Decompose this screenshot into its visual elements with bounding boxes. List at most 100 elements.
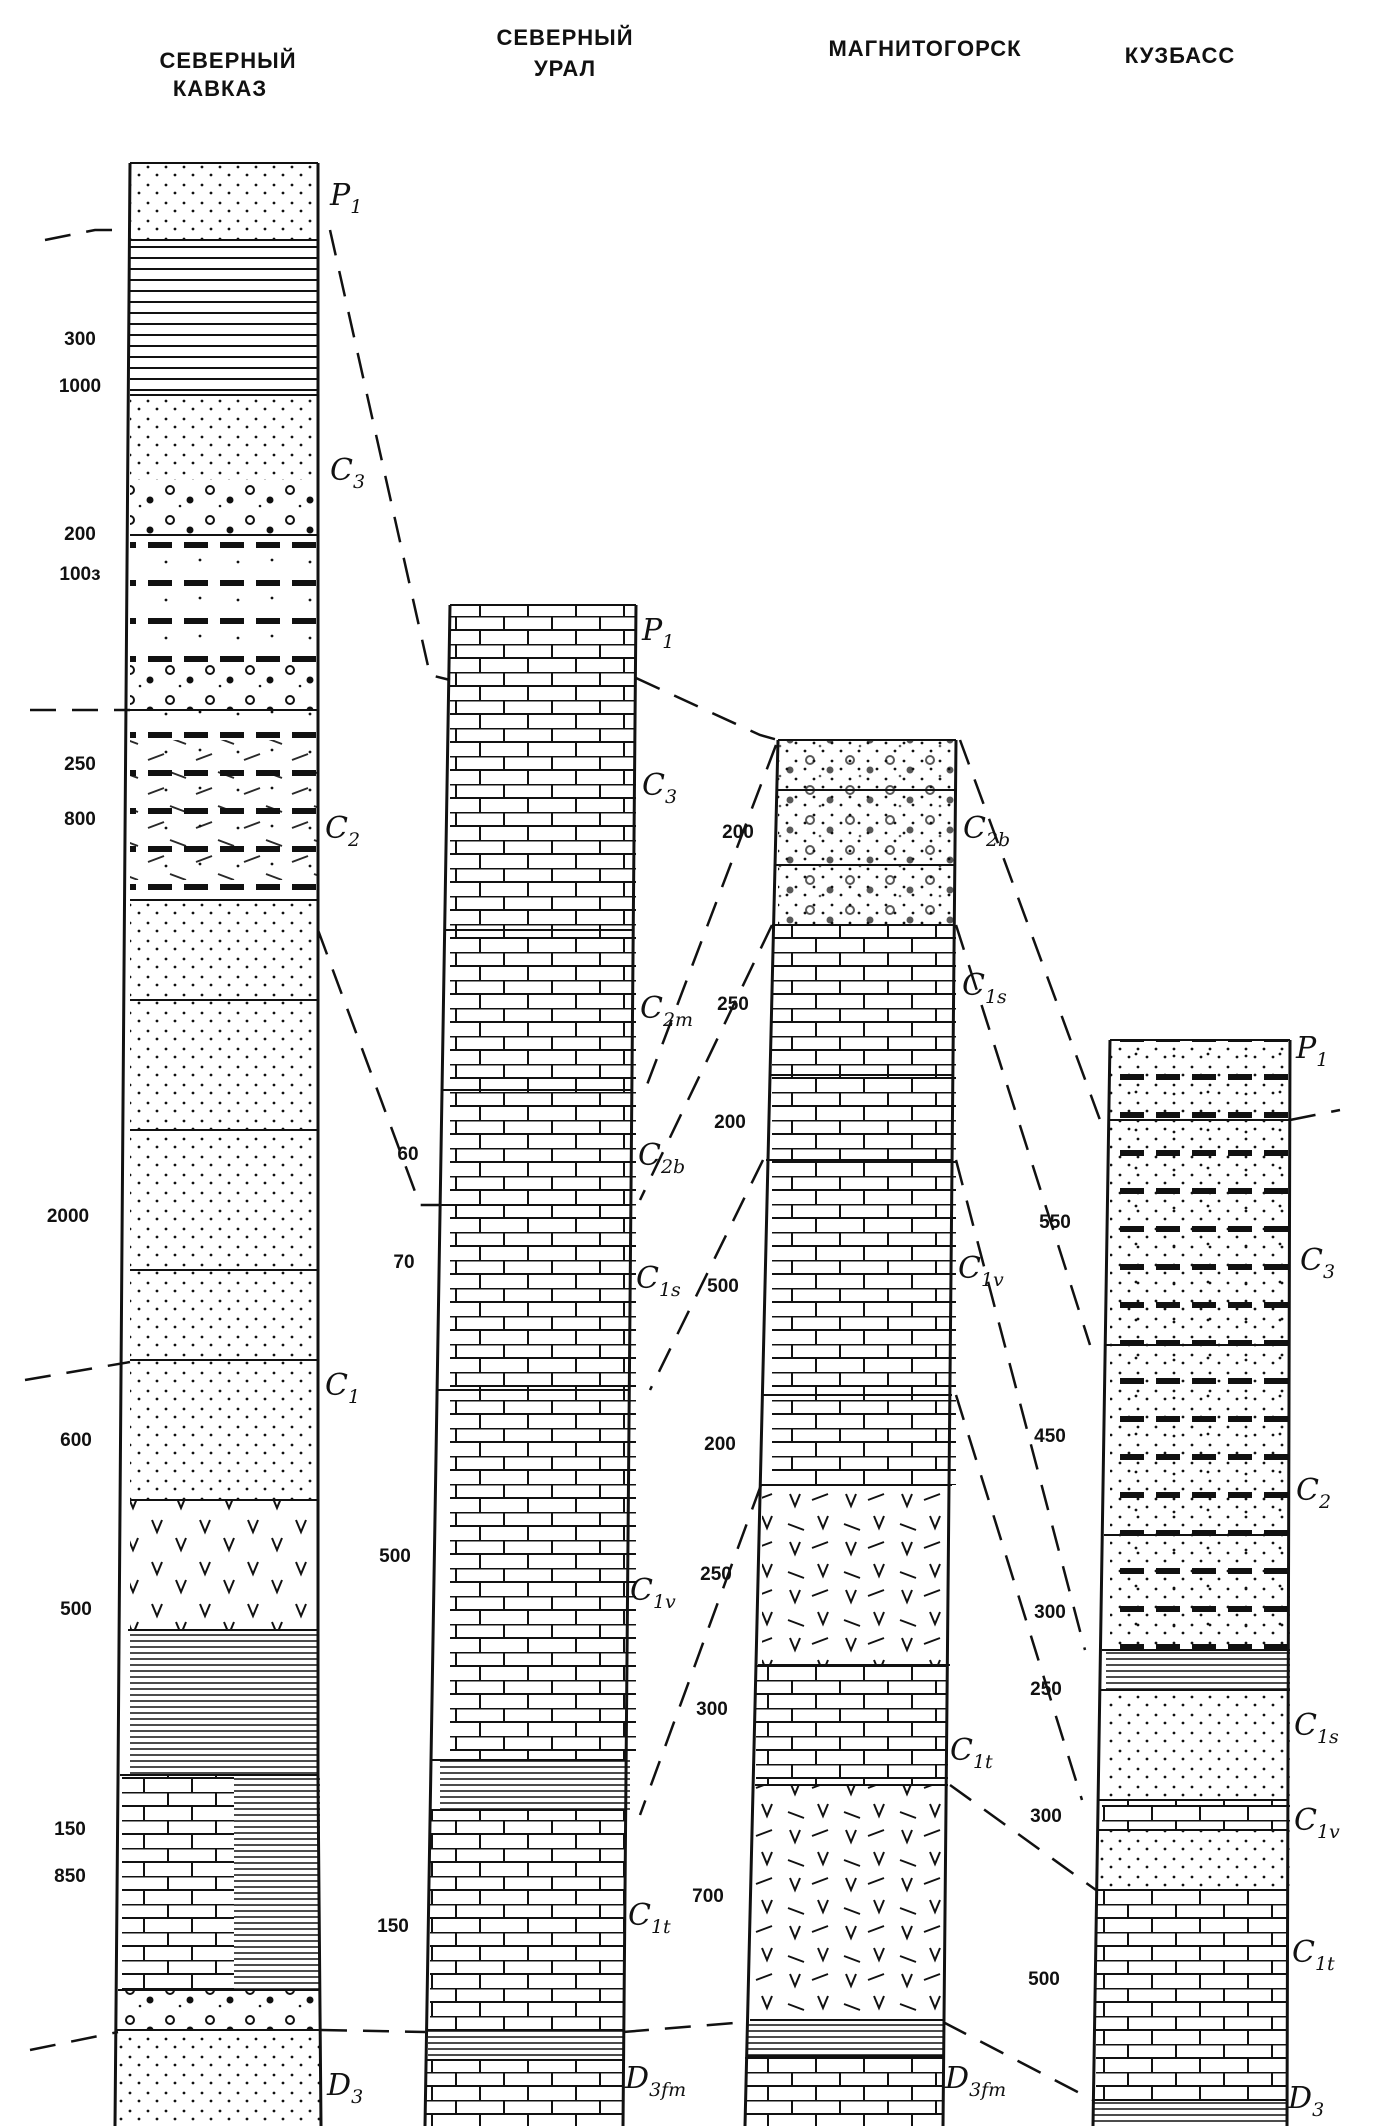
layer-conglomerate [778,740,956,925]
layer-shale [748,2020,944,2056]
layer-shale [428,2030,623,2060]
age-label: P1 [641,613,674,653]
layer-shale [130,1630,318,1775]
age-label: D3 [1287,2081,1324,2121]
correlation-line [648,1159,765,1391]
thickness-label: 2000 [47,1206,89,1227]
age-label: D3 [326,2068,363,2108]
thickness-label: 150 [54,1819,86,1840]
layer-limestone [425,2060,623,2126]
thickness-label: 100з [59,564,100,585]
thickness-label: 250 [717,994,749,1015]
age-label: C1s [962,968,1007,1008]
age-label: C1v [1294,1803,1340,1843]
age-label: C3 [642,768,677,808]
column-title-line2: УРАЛ [534,56,596,81]
layer-breccia [130,740,318,880]
layer-volcanic [762,1485,952,1665]
layer-coal-sandstone [130,535,318,665]
age-labels-caucasus: P1 C3 C2 C1 D3 [325,178,365,2108]
age-label: C2b [638,1138,685,1178]
thickness-label: 250 [64,754,96,775]
thickness-label: 500 [707,1276,739,1297]
layer-boundaries [1093,1039,1290,2101]
thickness-label: 200 [704,1434,736,1455]
layer-conglomerate [130,480,318,535]
column-title-north-caucasus: СЕВЕРНЫЙ КАВКАЗ [159,48,296,101]
thickness-label: 200 [722,822,754,843]
correlation-line [320,2028,426,2034]
thickness-label: 300 [1034,1602,1066,1623]
thickness-labels-urals: 60 70 500 150 [377,1144,418,1937]
age-label: D3fm [624,2061,686,2101]
correlation-line [958,739,1102,1121]
correlation-line [954,1394,1084,1801]
column-outline [1091,1039,1292,2126]
column-north-urals [423,604,638,2126]
layer-limestone [1102,1800,1290,1830]
layer-shale [1093,2100,1287,2126]
thickness-label: 450 [1034,1426,1066,1447]
thickness-label: 500 [60,1599,92,1620]
column-outline [113,162,323,2126]
age-label: C2 [1296,1473,1331,1513]
age-label: C1t [950,1733,993,1773]
layer-limestone [1096,1890,1288,2100]
layer-limestone [772,925,956,1485]
thickness-label: 600 [60,1430,92,1451]
age-label: C1s [1294,1708,1339,1748]
age-label: C3 [330,453,365,493]
thickness-label: 800 [64,809,96,830]
correlation-lines [24,228,1341,2102]
thickness-label: 550 [1039,1212,1071,1233]
thickness-label: 200 [714,1112,746,1133]
correlation-line [635,676,779,742]
correlation-line [638,924,774,1201]
thickness-label: 700 [692,1886,724,1907]
thickness-label: 150 [377,1916,409,1937]
column-north-caucasus [113,162,323,2126]
age-labels-urals: P1 C3 C2m C2b C1s C1v C1t D3fm [624,613,693,2101]
thickness-label: 300 [696,1699,728,1720]
layer-sandstone [130,163,318,240]
age-label: P1 [1295,1031,1328,1071]
column-title-line1: СЕВЕРНЫЙ [159,48,296,73]
thickness-label: 200 [64,524,96,545]
correlation-line [24,1360,131,1382]
age-labels-kuzbass: P1 C3 C2 C1s C1v C1t D3 [1287,1031,1340,2121]
correlation-line [638,1484,763,1816]
age-label: C1 [325,1368,360,1408]
column-title-north-urals: СЕВЕРНЫЙ УРАЛ [496,25,633,81]
layer-volcanic [130,1500,318,1630]
layer-limestone [745,2056,943,2126]
correlation-line [29,2030,119,2052]
thickness-label: 1000 [59,376,101,397]
layer-mudstone [130,240,318,395]
age-label: C1s [636,1261,681,1301]
layer-limestone [756,1665,948,1785]
layer-conglomerate [130,665,318,710]
thickness-label: 500 [379,1546,411,1567]
correlation-line [942,2020,1094,2102]
layer-boundaries [425,604,636,2061]
correlation-line [949,1783,1097,1892]
thickness-label: 70 [393,1252,414,1273]
layer-shale [440,1760,630,1810]
thickness-label: 250 [700,1564,732,1585]
column-title-line1: СЕВЕРНЫЙ [496,25,633,50]
correlation-line [622,2020,748,2034]
layer-conglomerate [118,1990,322,2030]
column-kuzbass [1091,1039,1292,2126]
layer-limestone [122,1775,234,1990]
thickness-labels-kuzbass: 550 450 300 250 300 500 [1028,1212,1071,1990]
layer-limestone [430,1810,625,2030]
thickness-label: 300 [1030,1806,1062,1827]
age-label: C1v [630,1573,676,1613]
thickness-labels-caucasus: 300 1000 200 100з 250 800 2000 600 500 1… [47,329,101,1887]
layer-boundaries [747,739,956,2057]
layer-sandstone [130,395,318,480]
column-title-kuzbass: КУЗБАСС [1125,43,1236,68]
correlation-line [954,924,1092,1346]
column-title-magnitogorsk: МАГНИТОГОРСК [828,36,1021,61]
